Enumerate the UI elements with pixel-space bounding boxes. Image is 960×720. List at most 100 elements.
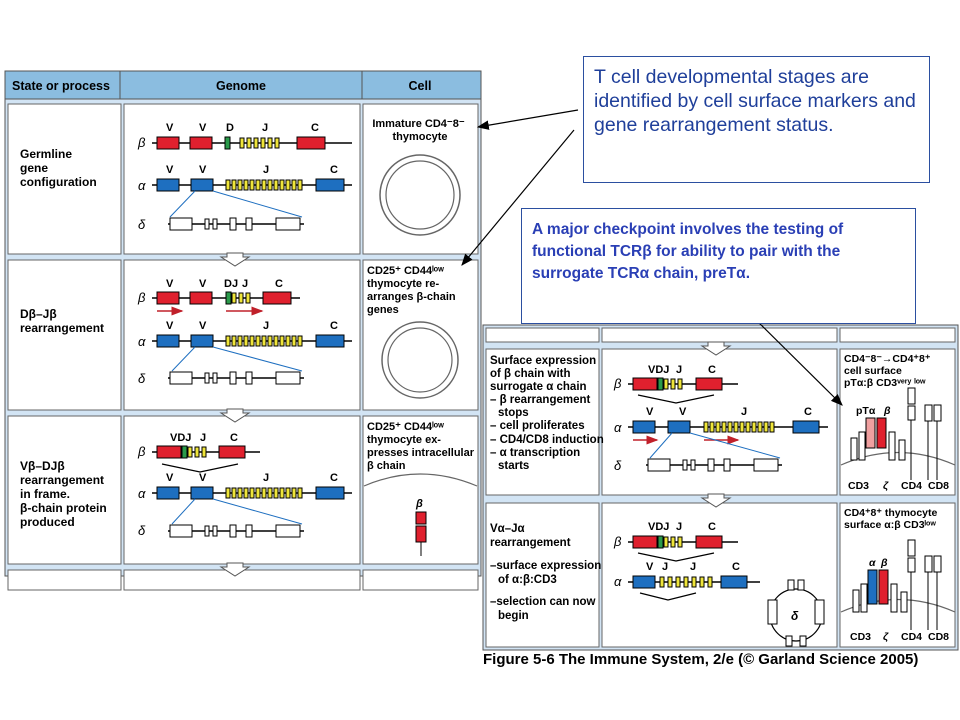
svg-text:β: β xyxy=(137,290,146,305)
svg-text:CD4⁻8⁻→CD4⁺8⁺ cell sur: CD4⁻8⁻→CD4⁺8⁺ cell surface pTα:β CD3ᵛᵉʳʸ… xyxy=(844,353,933,389)
svg-text:V: V xyxy=(166,122,174,134)
row1-genome: β V V D J C α V V J C xyxy=(137,122,352,232)
svg-text:J: J xyxy=(242,278,248,290)
svg-text:CD4: CD4 xyxy=(901,480,922,492)
svg-text:δ: δ xyxy=(614,458,622,473)
svg-text:V: V xyxy=(646,561,654,573)
svg-text:C: C xyxy=(804,406,812,418)
svg-text:Immature CD4⁻8⁻ thymoc: Immature CD4⁻8⁻ thymocyte xyxy=(372,118,467,143)
svg-text:δ: δ xyxy=(138,523,146,538)
svg-text:VDJ: VDJ xyxy=(170,432,191,444)
svg-text:CD8: CD8 xyxy=(928,631,949,643)
svg-text:δ: δ xyxy=(138,217,146,232)
row4-state: Surface expression of β chain with surro… xyxy=(490,355,607,472)
checkpoint-callout: A major checkpoint involves the testing … xyxy=(521,208,916,324)
stage-arrow xyxy=(219,408,251,423)
svg-text:J: J xyxy=(662,561,668,573)
left-table: State or process Genome Cell Germline ge… xyxy=(4,70,482,591)
svg-text:V: V xyxy=(679,406,687,418)
table-header xyxy=(4,70,482,100)
svg-text:CD3: CD3 xyxy=(848,480,869,492)
svg-text:V: V xyxy=(199,164,207,176)
svg-text:ζ: ζ xyxy=(883,480,889,492)
svg-text:J: J xyxy=(676,521,682,533)
svg-text:VDJ: VDJ xyxy=(648,521,669,533)
svg-text:V: V xyxy=(166,278,174,290)
svg-text:CD25⁺ CD44ˡᵒʷ thymocyt: CD25⁺ CD44ˡᵒʷ thymocyte re- arranges β-c… xyxy=(367,265,459,316)
svg-text:β: β xyxy=(137,444,146,459)
row2-state: Dβ–Jβ rearrangement xyxy=(20,307,104,335)
header-cell: Cell xyxy=(409,79,432,93)
svg-text:C: C xyxy=(330,472,338,484)
row5-state: Vα–Jα rearrangement –surface expression … xyxy=(490,523,604,622)
svg-text:J: J xyxy=(263,320,269,332)
svg-text:V: V xyxy=(166,164,174,176)
svg-text:C: C xyxy=(708,364,716,376)
svg-text:CD25⁺ CD44ˡᵒʷ thymocyt: CD25⁺ CD44ˡᵒʷ thymocyte ex- presses intr… xyxy=(367,421,477,472)
svg-text:α: α xyxy=(614,420,622,435)
svg-text:C: C xyxy=(732,561,740,573)
svg-text:V: V xyxy=(166,320,174,332)
stage-arrow xyxy=(219,562,251,577)
figure-caption: Figure 5-6 The Immune System, 2/e (© Gar… xyxy=(483,651,919,668)
svg-text:α: α xyxy=(869,557,876,569)
svg-text:δ: δ xyxy=(791,609,799,623)
svg-text:CD4: CD4 xyxy=(901,631,922,643)
svg-text:J: J xyxy=(741,406,747,418)
callout-pointer xyxy=(476,109,579,130)
svg-text:DJ: DJ xyxy=(224,278,238,290)
right-table: Surface expression of β chain with surro… xyxy=(482,324,959,651)
stage-arrow xyxy=(700,341,732,356)
row5-cell: CD4⁺8⁺ thymocyte surface α:β CD3ˡᵒʷ α β … xyxy=(840,507,956,643)
svg-text:α: α xyxy=(138,178,146,193)
row1-state: Germline gene configuration xyxy=(20,147,97,189)
svg-text:V: V xyxy=(646,406,654,418)
svg-text:β: β xyxy=(883,405,891,417)
stage-arrow xyxy=(219,252,251,267)
svg-text:ζ: ζ xyxy=(883,631,889,643)
row3-state: Vβ–DJβ rearrangement in frame. β-chain p… xyxy=(20,459,110,529)
header-state: State or process xyxy=(12,79,110,93)
callout-pointer xyxy=(461,129,575,266)
svg-text:β: β xyxy=(613,534,622,549)
svg-text:J: J xyxy=(676,364,682,376)
svg-text:J: J xyxy=(263,164,269,176)
svg-text:C: C xyxy=(311,122,319,134)
row3-genome: β VDJ J C α V V J C δ xyxy=(137,432,352,538)
svg-text:J: J xyxy=(262,122,268,134)
row2-genome: β V V DJ J C α V V J C xyxy=(137,278,352,386)
svg-text:β: β xyxy=(613,376,622,391)
svg-text:α: α xyxy=(614,574,622,589)
svg-text:CD3: CD3 xyxy=(850,631,871,643)
svg-text:β: β xyxy=(137,135,146,150)
stage-arrow xyxy=(700,493,732,508)
svg-text:pTα: pTα xyxy=(856,405,876,417)
svg-text:β: β xyxy=(415,498,423,510)
svg-text:β: β xyxy=(880,557,888,569)
header-genome: Genome xyxy=(216,79,266,93)
svg-text:J: J xyxy=(690,561,696,573)
row2-cell: CD25⁺ CD44ˡᵒʷ thymocyte re- arranges β-c… xyxy=(367,265,459,399)
svg-text:α: α xyxy=(138,486,146,501)
svg-text:C: C xyxy=(330,320,338,332)
svg-text:V: V xyxy=(199,472,207,484)
svg-text:CD4⁺8⁺ thymocyte surfa: CD4⁺8⁺ thymocyte surface α:β CD3ˡᵒʷ xyxy=(844,507,940,531)
svg-text:C: C xyxy=(708,521,716,533)
svg-text:V: V xyxy=(199,278,207,290)
svg-text:V: V xyxy=(166,472,174,484)
svg-text:CD8: CD8 xyxy=(928,480,949,492)
row1-cell: Immature CD4⁻8⁻ thymocyte xyxy=(372,118,467,236)
svg-text:J: J xyxy=(263,472,269,484)
svg-text:C: C xyxy=(275,278,283,290)
svg-text:V: V xyxy=(199,122,207,134)
svg-text:δ: δ xyxy=(138,371,146,386)
row3-cell: CD25⁺ CD44ˡᵒʷ thymocyte ex- presses intr… xyxy=(363,421,478,556)
row4-cell: CD4⁻8⁻→CD4⁺8⁺ cell surface pTα:β CD3ᵛᵉʳʸ… xyxy=(840,353,956,492)
svg-text:V: V xyxy=(199,320,207,332)
svg-text:C: C xyxy=(330,164,338,176)
row5-genome: β VDJ J C α V J J C δ xyxy=(613,521,825,647)
svg-text:C: C xyxy=(230,432,238,444)
svg-text:J: J xyxy=(200,432,206,444)
svg-text:α: α xyxy=(138,334,146,349)
